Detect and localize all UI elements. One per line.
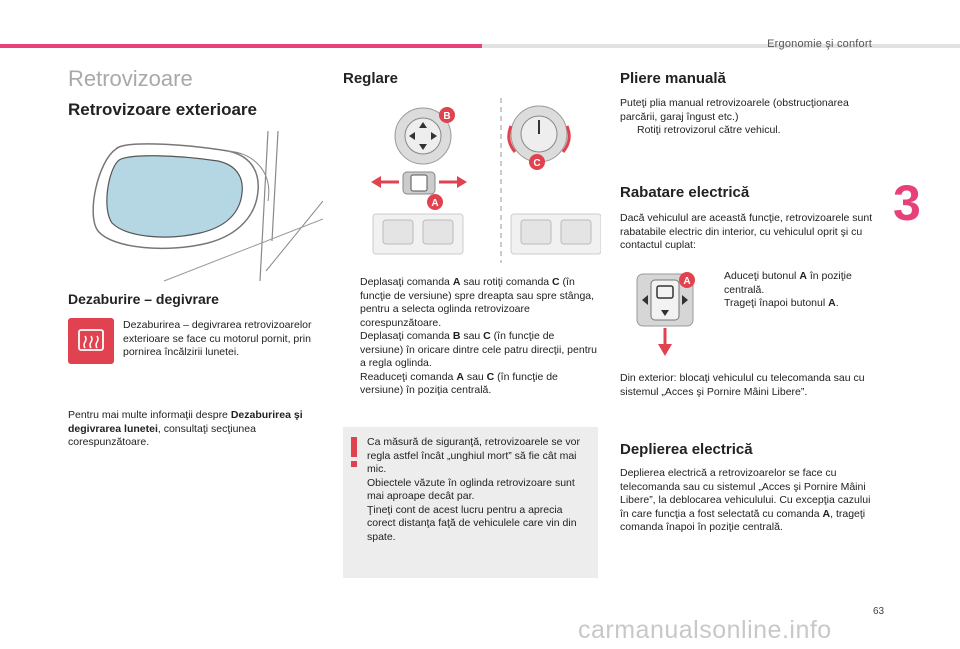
exterior-mirror-icon [92, 130, 324, 282]
header-rule [482, 44, 960, 48]
adjustment-diagram: B A C [371, 98, 602, 263]
safety-note-text: Ca măsură de siguranţă, retrovizoarele s… [367, 436, 581, 543]
svg-text:A: A [431, 198, 438, 209]
manual-fold-steps: Rotiţi retrovizorul către vehicul. [620, 124, 876, 138]
safety-note: Ca măsură de siguranţă, retrovizoarele s… [343, 427, 598, 578]
svg-text:C: C [533, 158, 540, 169]
column-right: Pliere manuală Puteţi plia manual retrov… [620, 0, 876, 649]
adjustment-step: Readuceţi comanda A sau C (în funcţie de… [360, 370, 558, 397]
mirror-control-diagram: B A C [371, 98, 602, 263]
more-info-text: Pentru mai multe informaţii despre Dezab… [68, 409, 303, 448]
section-title-electric-fold: Rabatare electrică [620, 184, 750, 201]
watermark: carmanualsonline.info [578, 616, 832, 644]
electric-fold-text: Dacă vehiculul are această funcţie, retr… [620, 212, 873, 251]
fold-switch-icon: A [636, 272, 695, 356]
column-left: Retrovizoare Retrovizoare exterioare Dez… [68, 0, 324, 649]
mirror-illustration [68, 130, 324, 283]
section-title-electric-unfold: Deplierea electrică [620, 441, 753, 458]
defrost-text: Dezaburirea – degivrarea retrovizoarelor… [123, 319, 312, 358]
section-title-manual-fold: Pliere manuală [620, 70, 726, 87]
section-title-adjustment: Reglare [343, 70, 399, 87]
manual-fold-step: Rotiţi retrovizorul către vehicul. [637, 124, 781, 136]
svg-text:B: B [443, 111, 450, 122]
electric-fold-step: Aduceţi butonul A în poziţie centrală. [724, 270, 852, 296]
adjustment-step: Deplasaţi comanda A sau rotiţi comanda C… [360, 276, 595, 329]
chapter-number: 3 [893, 175, 921, 231]
electric-unfold-text: Deplierea electrică a retrovizoarelor se… [620, 467, 871, 533]
warning-icon [351, 437, 357, 467]
section-title-defrost: Dezaburire – degivrare [68, 291, 219, 307]
electric-fold-steps: Aduceţi butonul A în poziţie centrală. T… [707, 270, 876, 311]
section-title-exterior-mirrors: Retrovizoare exterioare [68, 100, 257, 119]
adjustment-step: Deplasaţi comanda B sau C (în funcţie de… [360, 330, 597, 369]
page-title: Retrovizoare [68, 66, 193, 91]
rear-screen-defrost-icon [68, 318, 114, 364]
adjustment-steps: Deplasaţi comanda A sau rotiţi comanda C… [343, 276, 599, 398]
manual-fold-text: Puteţi plia manual retrovizoarele (obstr… [620, 97, 849, 123]
fold-control-diagram: A [634, 270, 700, 358]
electric-fold-step: Trageţi înapoi butonul A. [724, 297, 839, 309]
more-info-link: Dezaburirea şi degivrarea lunetei [68, 409, 303, 435]
exterior-lock-text: Din exterior: blocaţi vehiculul cu telec… [620, 372, 865, 398]
svg-text:A: A [683, 276, 690, 287]
page-header-title: Ergonomie şi confort [767, 38, 872, 50]
header-accent-bar [0, 44, 482, 48]
column-middle: Reglare B A [343, 0, 602, 649]
page-number: 63 [873, 606, 885, 617]
